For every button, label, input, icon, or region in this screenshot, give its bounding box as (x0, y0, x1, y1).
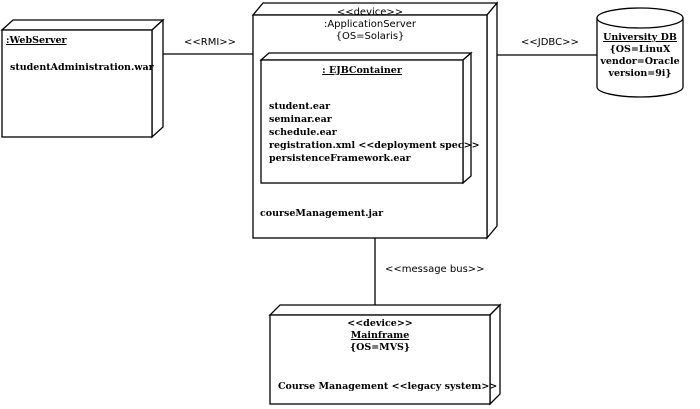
appserver-name: :ApplicationServer (323, 19, 417, 30)
artifact-schedule: schedule.ear (269, 127, 337, 138)
database-name: University DB (603, 32, 677, 43)
mainframe-node-shape (268, 303, 502, 406)
jdbc-label: <<JDBC>> (521, 37, 579, 48)
artifact-seminar: seminar.ear (269, 114, 332, 125)
database-prop-os: {OS=LinuX (609, 44, 671, 55)
mainframe-stereotype: <<device>> (347, 318, 413, 329)
webserver-node-shape (0, 18, 165, 139)
ejbcontainer-name: : EJBContainer (322, 65, 402, 76)
message-bus-label: <<message bus>> (385, 264, 485, 275)
database-prop-version: version=9i} (608, 68, 672, 79)
mainframe-constraint: {OS=MVS} (349, 342, 411, 353)
database-prop-vendor: vendor=Oracle (600, 56, 680, 67)
artifact-registration: registration.xml <<deployment spec>> (269, 140, 480, 151)
appserver-stereotype: <<device>> (336, 7, 404, 18)
rmi-label: <<RMI>> (184, 37, 237, 48)
artifact-persistence: persistenceFramework.ear (269, 153, 411, 164)
webserver-artifact: studentAdministration.war (10, 62, 154, 73)
mainframe-artifact: Course Management <<legacy system>> (278, 381, 498, 392)
artifact-student: student.ear (269, 101, 331, 112)
webserver-name: :WebServer (6, 35, 67, 46)
appserver-constraint: {OS=Solaris} (335, 31, 405, 42)
database-cylinder-shape (596, 7, 684, 98)
ejbcontainer-node-shape (259, 51, 473, 185)
mainframe-name: Mainframe (350, 330, 410, 341)
appserver-artifact: courseManagement.jar (260, 208, 384, 219)
